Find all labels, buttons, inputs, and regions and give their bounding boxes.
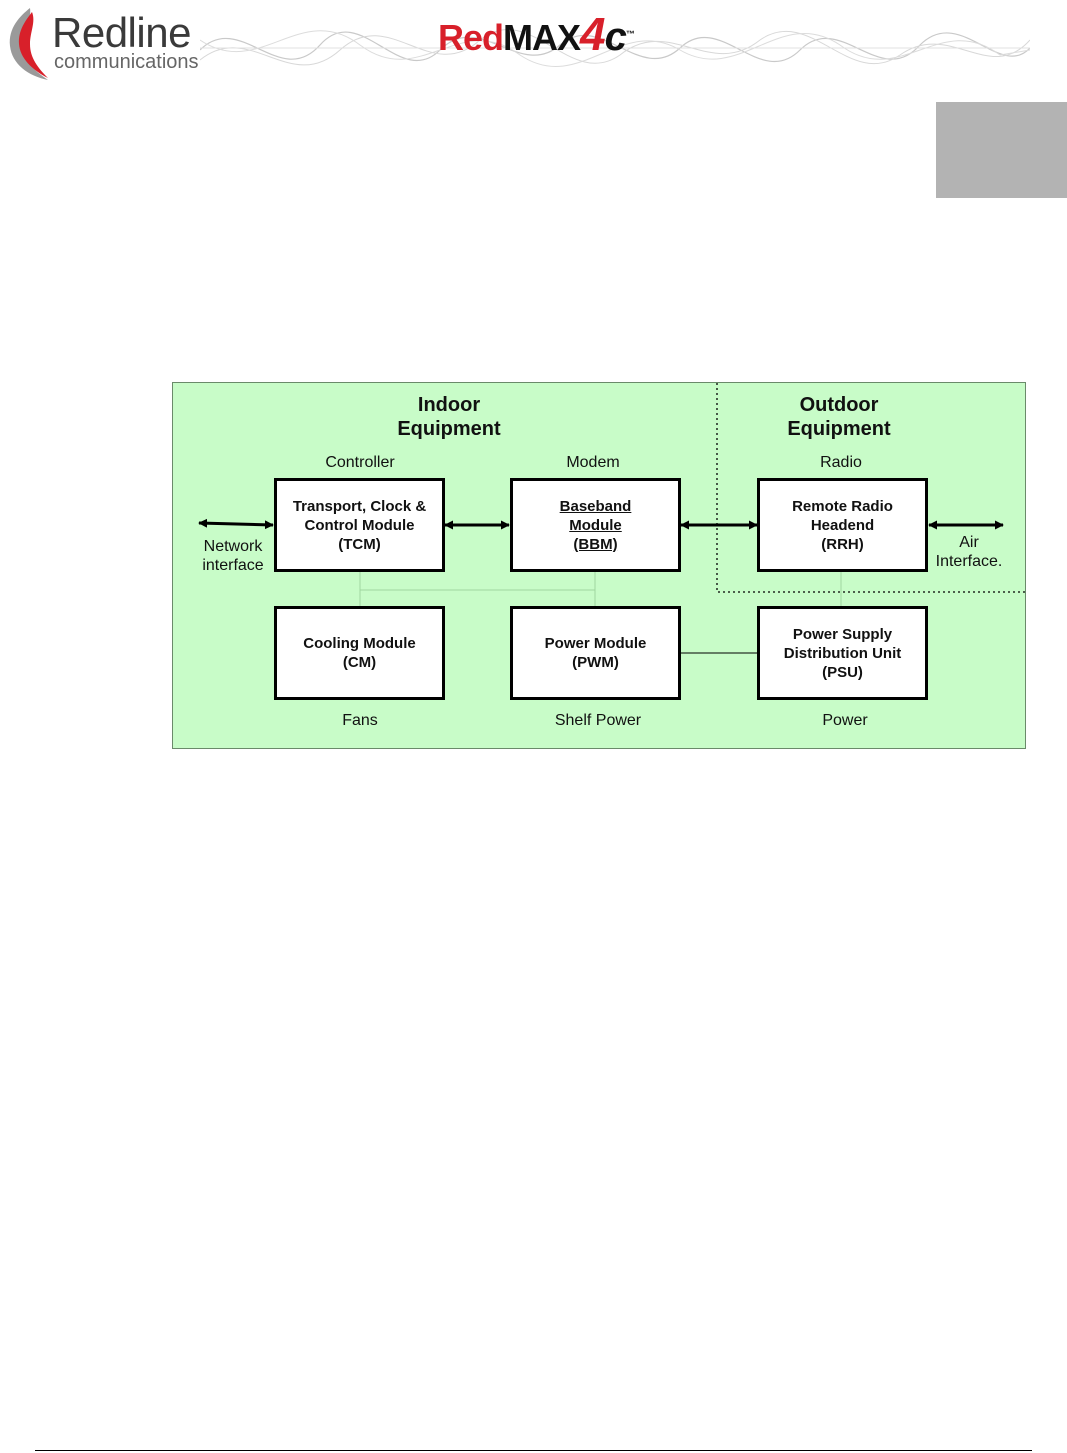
indoor-heading: Indoor Equipment [397,394,501,440]
product-logo: RedMAX4c™ [438,8,635,60]
page-header: Redline communications RedMAX4c™ [0,0,1067,100]
bbm-box: Baseband Module (BBM) [510,478,681,572]
network-interface-label: Network interface [202,538,264,574]
air-interface-label: Air Interface. [935,534,1003,570]
cm-box: Cooling Module (CM) [274,606,445,700]
fans-label: Fans [342,712,378,729]
outdoor-heading: Outdoor Equipment [787,394,891,440]
footer-rule [35,1450,1032,1451]
decorative-waves [200,29,1030,67]
controller-label: Controller [325,454,395,471]
redline-logo-icon [9,8,48,80]
tcm-box: Transport, Clock & Control Module (TCM) [274,478,445,572]
power-label: Power [822,712,868,729]
radio-label: Radio [820,454,862,471]
brand-subtitle: communications [54,51,199,73]
diagram-connectors [198,383,1027,654]
brand-name: Redline [52,9,191,56]
network-interface-arrow [198,518,274,530]
chapter-tab [936,102,1067,198]
psu-box: Power Supply Distribution Unit (PSU) [757,606,928,700]
rrh-box: Remote Radio Headend (RRH) [757,478,928,572]
pwm-box: Power Module (PWM) [510,606,681,700]
modem-label: Modem [566,454,620,471]
shelf-power-label: Shelf Power [554,712,642,729]
system-block-diagram: Indoor Equipment Outdoor Equipment Contr… [172,382,1027,749]
